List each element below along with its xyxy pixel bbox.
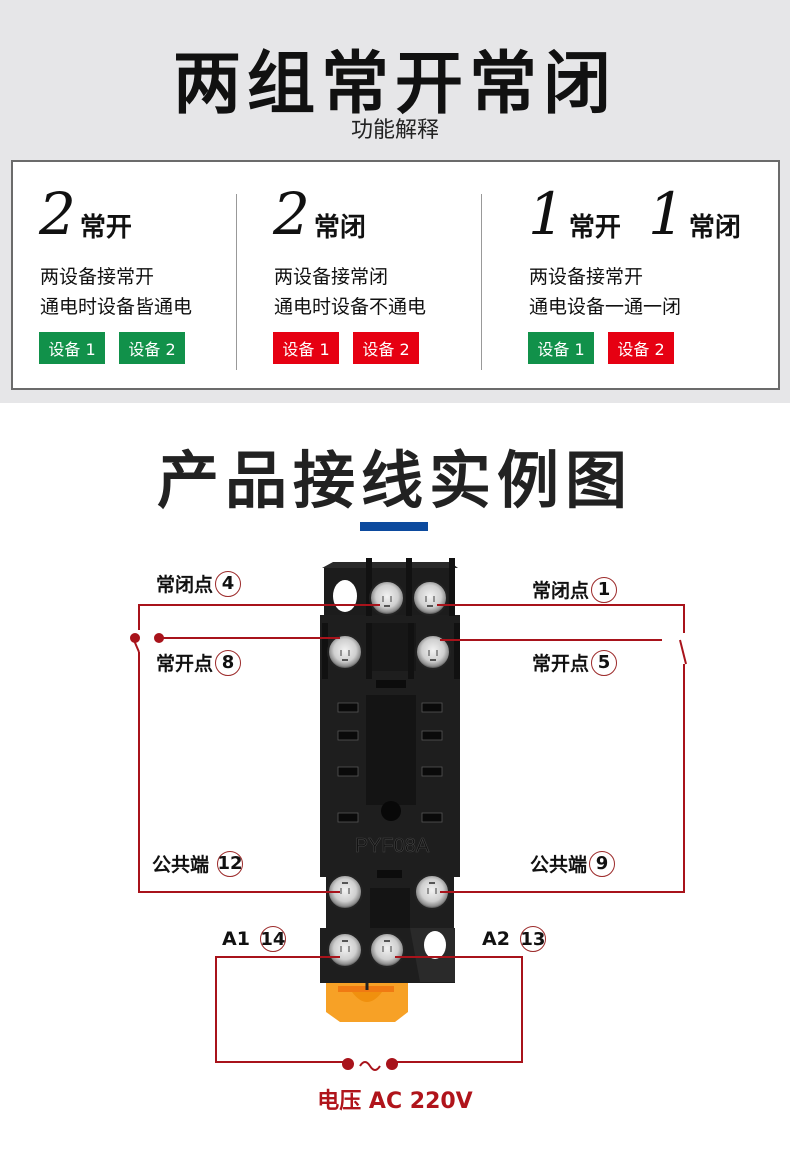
voltage-label: 电压 AC 220V	[317, 1089, 473, 1114]
device-tag-1: 设备 1	[39, 332, 105, 364]
section-title: 两组常开常闭	[172, 45, 617, 124]
ac-node	[386, 1058, 398, 1070]
terminal-screws	[327, 580, 451, 968]
divider	[481, 194, 482, 370]
ac-node	[342, 1058, 354, 1070]
mode-type: 常闭	[688, 213, 741, 243]
device-tag-2: 设备 2	[608, 332, 674, 364]
mode-description: 两设备接常开 通电时设备皆通电	[40, 266, 193, 318]
mode-count: 1	[648, 180, 685, 248]
mode-count: 2	[39, 180, 76, 248]
mode-count: 1	[528, 180, 565, 248]
wires	[132, 604, 687, 1063]
mode-count: 2	[273, 180, 310, 248]
device-tag-2: 设备 2	[119, 332, 185, 364]
switch-node	[154, 633, 164, 643]
title-underline	[360, 522, 428, 531]
wiring-title: 产品接线实例图	[156, 444, 633, 517]
mounting-hole	[424, 931, 446, 959]
device-tags: 设备 1 设备 2	[528, 332, 674, 364]
device-tag-2: 设备 2	[353, 332, 419, 364]
mode-description: 两设备接常闭 通电时设备不通电	[274, 266, 427, 318]
mode-description: 两设备接常开 通电设备一通一闭	[529, 266, 682, 318]
mounting-hole	[333, 580, 357, 612]
mode-type: 常开	[79, 213, 132, 243]
device-tag-1: 设备 1	[528, 332, 594, 364]
mode-type: 常闭	[313, 213, 366, 243]
model-label: PYF08A	[355, 835, 430, 857]
device-tags: 设备 1 设备 2	[273, 332, 419, 364]
section-subtitle: 功能解释	[350, 118, 439, 143]
mode-type: 常开	[568, 213, 621, 243]
device-tags: 设备 1 设备 2	[39, 332, 185, 364]
device-tag-1: 设备 1	[273, 332, 339, 364]
switch-node	[130, 633, 140, 643]
divider	[236, 194, 237, 370]
ac-symbol-icon	[359, 1061, 381, 1071]
